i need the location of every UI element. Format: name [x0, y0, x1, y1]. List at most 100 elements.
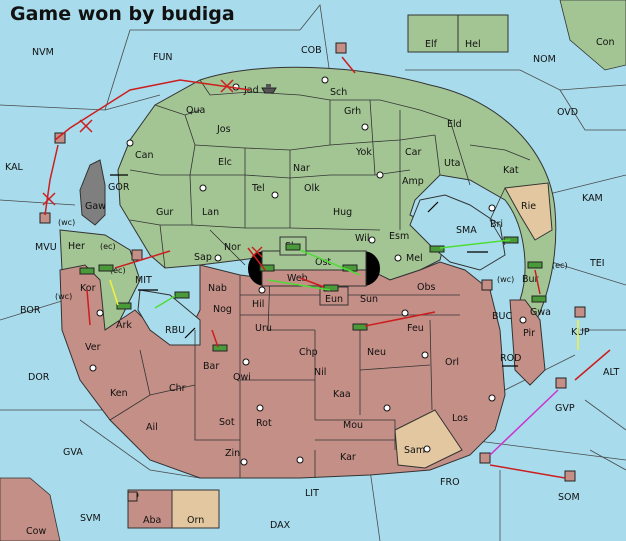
- convoy-lines: [109, 279, 579, 350]
- province-label: Bar: [203, 361, 219, 372]
- move-orders: [44, 56, 611, 479]
- sea-label: MVU: [35, 242, 57, 253]
- sea-labels: NVM FUN COB NOM Con OVD KAL KAM GOR SMA …: [5, 37, 619, 537]
- province-label: Ark: [116, 320, 132, 331]
- tank-green-icon[interactable]: [285, 243, 301, 251]
- province-label: Ail: [146, 422, 158, 433]
- army-red-icon[interactable]: [54, 132, 66, 144]
- province-label: Aba: [143, 515, 161, 526]
- tank-green-icon[interactable]: [212, 344, 228, 352]
- tank-green-icon[interactable]: [531, 295, 547, 303]
- sea-sma[interactable]: [409, 194, 506, 271]
- province-label: Elf: [425, 39, 438, 50]
- retreat-lines: [489, 389, 559, 456]
- land-gaw[interactable]: [79, 159, 106, 226]
- army-red-icon[interactable]: [481, 279, 493, 291]
- land-rie[interactable]: [504, 182, 553, 241]
- sea-label: FRO: [440, 477, 460, 488]
- central-provinces-south[interactable]: [261, 269, 367, 287]
- continent-red[interactable]: [59, 261, 506, 479]
- tank-green-icon[interactable]: [527, 261, 543, 269]
- sea-label: COB: [301, 45, 322, 56]
- province-label: Bri: [490, 219, 503, 230]
- land-con[interactable]: [559, 0, 626, 71]
- sea-rbu[interactable]: [137, 289, 201, 346]
- tank-green-icon[interactable]: [352, 323, 368, 331]
- units[interactable]: [39, 42, 586, 502]
- province-label: Uta: [444, 158, 461, 169]
- province-label: Amp: [402, 176, 424, 187]
- province-label: Nar: [293, 163, 310, 174]
- sea-label: FUN: [153, 52, 173, 63]
- army-red-icon[interactable]: [131, 249, 143, 261]
- land-cow[interactable]: [0, 477, 61, 541]
- sea-label: KUP: [571, 327, 590, 338]
- tank-green-icon[interactable]: [323, 284, 339, 292]
- support-lines: [154, 239, 511, 309]
- game-title: Game won by budiga: [10, 3, 235, 25]
- army-red-icon[interactable]: [564, 470, 576, 482]
- province-label: Orl: [445, 357, 459, 368]
- sea-label: DOR: [28, 372, 50, 383]
- sea-label: BOR: [20, 305, 41, 316]
- army-red-icon[interactable]: [574, 306, 586, 318]
- sea-label: SMA: [456, 225, 477, 236]
- army-red-icon[interactable]: [127, 491, 138, 502]
- province-label: Nog: [213, 304, 232, 315]
- province-label: Los: [452, 413, 468, 424]
- province-label: Gaw: [85, 201, 106, 212]
- sea-label: OVD: [557, 107, 578, 118]
- tan-labels: Rie Sam Orn: [187, 201, 536, 526]
- province-label: Obs: [417, 282, 436, 293]
- province-label: Eun: [325, 294, 343, 305]
- province-label: (ec): [100, 242, 116, 251]
- army-red-icon[interactable]: [479, 452, 491, 464]
- sea-label: (wc): [58, 218, 75, 227]
- province-label: Ken: [110, 388, 128, 399]
- province-label: Nab: [208, 283, 227, 294]
- canal-markers: [110, 174, 518, 367]
- tank-green-icon[interactable]: [429, 245, 445, 253]
- sea-label: SVM: [80, 513, 101, 524]
- land-pir[interactable]: [509, 299, 546, 386]
- sea-label: GVP: [555, 403, 575, 414]
- fleet-red-icon[interactable]: [261, 84, 277, 94]
- province-label: Chr: [169, 383, 186, 394]
- province-label: Kar: [340, 452, 356, 463]
- sea-label: (wc): [497, 275, 514, 284]
- tank-green-icon[interactable]: [79, 267, 95, 275]
- province-label: Chp: [299, 347, 318, 358]
- army-red-icon[interactable]: [555, 377, 567, 389]
- province-label: Sap: [194, 252, 212, 263]
- sea-label: ALT: [603, 367, 619, 378]
- province-label: Nor: [224, 242, 241, 253]
- island-orn[interactable]: [171, 489, 220, 529]
- sea-label: Con: [596, 37, 614, 48]
- province-label: Pir: [523, 328, 535, 339]
- province-label: Mel: [406, 253, 423, 264]
- land-sam[interactable]: [394, 409, 463, 469]
- sea-label: Cow: [26, 526, 46, 537]
- province-label: Rot: [256, 418, 272, 429]
- province-label: Neu: [367, 347, 386, 358]
- province-label: Her: [68, 241, 85, 252]
- province-label: Ver: [85, 342, 101, 353]
- province-label: Can: [135, 150, 153, 161]
- tank-green-icon[interactable]: [98, 264, 114, 272]
- tank-green-icon[interactable]: [259, 264, 275, 272]
- province-label: Car: [405, 147, 421, 158]
- province-label: Grh: [344, 106, 361, 117]
- province-label: Olk: [304, 183, 320, 194]
- tank-green-icon[interactable]: [116, 302, 132, 310]
- sea-label: GOR: [108, 182, 130, 193]
- province-label: Web: [287, 273, 308, 284]
- army-red-icon[interactable]: [335, 42, 347, 54]
- province-label: Kat: [503, 165, 519, 176]
- province-label: Sch: [330, 87, 347, 98]
- tank-green-icon[interactable]: [174, 291, 190, 299]
- province-label: Jos: [216, 124, 231, 135]
- sea-label: (wc): [55, 292, 72, 301]
- province-label: Sun: [360, 294, 378, 305]
